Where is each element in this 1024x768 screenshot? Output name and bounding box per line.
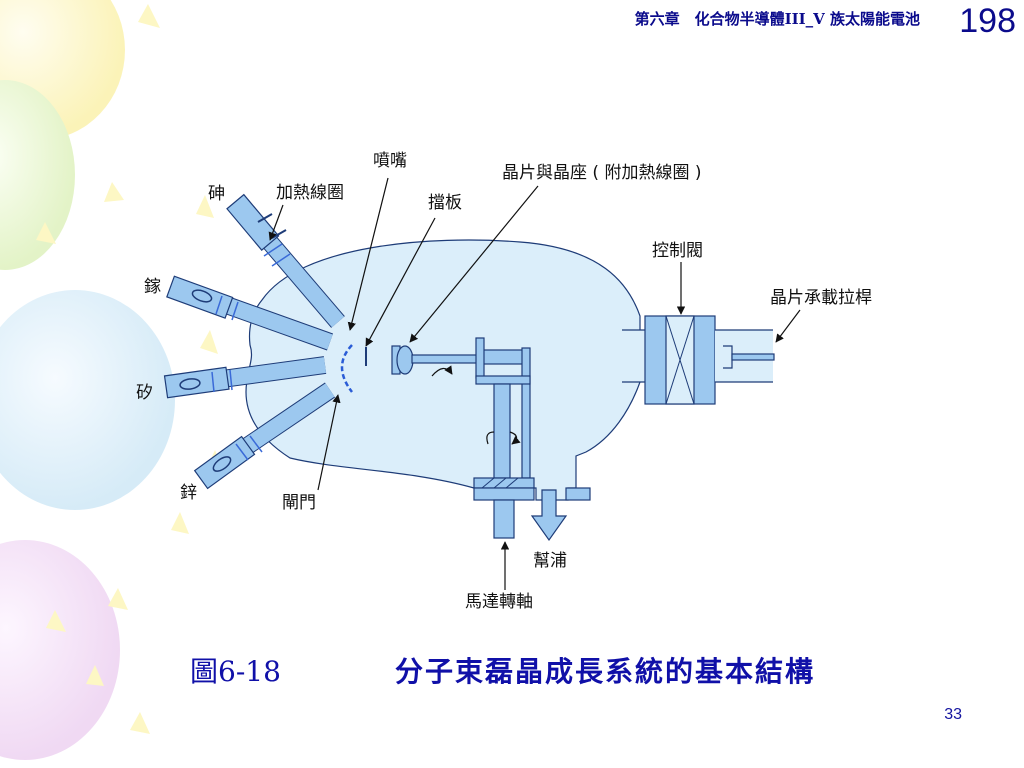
pump-arrow-icon [530, 489, 568, 542]
label-motor-shaft: 馬達轉軸 [465, 592, 533, 612]
chapter-title: 第六章 化合物半導體III_V 族太陽能電池 [634, 10, 920, 28]
label-zinc: 鋅 [180, 483, 197, 503]
label-heater-coil: 加熱線圈 [276, 183, 344, 203]
leader-lines [268, 177, 801, 590]
effusion-cell-zinc [193, 382, 336, 490]
wafer-holder-assembly [391, 337, 535, 539]
label-wafer-holder: 晶片與晶座 ( 附加熱線圈 ) [502, 163, 701, 183]
balloon-green [0, 80, 75, 270]
load-lock-tube [715, 329, 775, 383]
balloon-blue [0, 290, 175, 510]
effusion-cell-gallium [166, 275, 334, 351]
control-valve [644, 315, 716, 405]
pump-port [565, 487, 591, 501]
book-page-number: 198 [959, 2, 1016, 40]
label-nozzle: 噴嘴 [373, 151, 407, 171]
label-gate: 閘門 [282, 493, 316, 513]
label-pump: 幫浦 [533, 551, 567, 571]
shutter-arc [340, 344, 353, 393]
figure-number: 圖6-18 [190, 655, 281, 688]
label-silicon: 矽 [136, 383, 153, 403]
label-arsenic: 砷 [208, 184, 225, 204]
label-wafer-load-rod: 晶片承載拉桿 [770, 288, 872, 308]
label-gallium: 鎵 [144, 277, 161, 297]
slide-number: 33 [944, 706, 962, 723]
effusion-cell-arsenic [226, 193, 345, 328]
chamber-neck [622, 330, 648, 382]
label-control-valve: 控制閥 [652, 241, 703, 261]
label-shutter-plate: 擋板 [428, 193, 462, 213]
effusion-cell-silicon [163, 356, 327, 399]
balloon-pink [0, 540, 120, 760]
figure-caption: 分子束磊晶成長系統的基本結構 [395, 655, 816, 688]
